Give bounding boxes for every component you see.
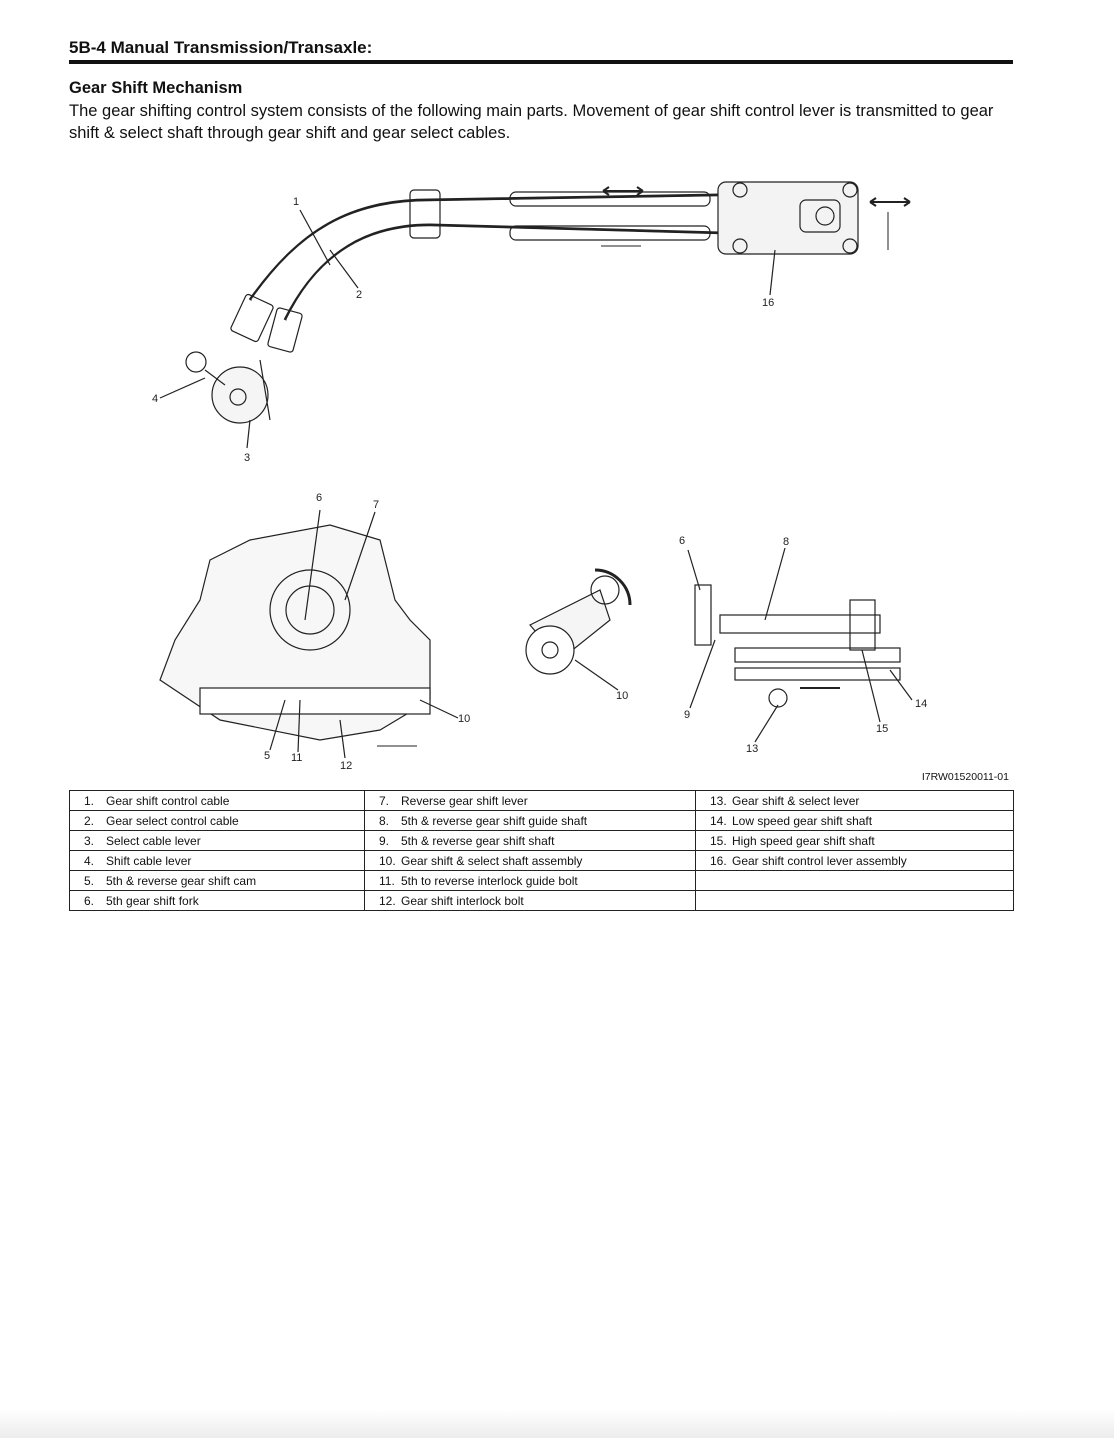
legend-row: 4. Shift cable lever 10. Gear shift & selec… (69, 850, 1014, 871)
legend-cell: 7. Reverse gear shift lever (364, 790, 696, 811)
legend-cell: 13. Gear shift & select lever (695, 790, 1014, 811)
callout-2: 2 (356, 289, 363, 301)
callout-12: 12 (340, 760, 353, 772)
legend-cell: 10. Gear shift & select shaft assembly (364, 850, 696, 871)
legend-number: 7. (379, 793, 390, 808)
legend-number: 11. (379, 873, 395, 888)
page-bottom-shadow (0, 1410, 1114, 1438)
callout-5: 5 (264, 750, 271, 762)
legend-text: Select cable lever (106, 833, 201, 848)
page-header: 5B-4 Manual Transmission/Transaxle: (69, 38, 373, 57)
gear-shift-illustration (159, 181, 913, 759)
legend-text: 5th gear shift fork (106, 893, 199, 908)
legend-cell: 2. Gear select control cable (69, 810, 365, 831)
legend-number: 1. (84, 793, 95, 808)
legend-number: 15. (710, 833, 727, 848)
legend-text: Reverse gear shift lever (401, 793, 528, 808)
callout-3: 3 (244, 452, 251, 464)
legend-cell: 12. Gear shift interlock bolt (364, 890, 696, 911)
callout-4: 4 (152, 393, 159, 405)
legend-row: 5. 5th & reverse gear shift cam 11. 5th to … (69, 870, 1014, 891)
callout-11: 11 (291, 752, 303, 764)
legend-cell (695, 870, 1014, 891)
legend-number: 9. (379, 833, 390, 848)
legend-cell: 9. 5th & reverse gear shift shaft (364, 830, 696, 851)
legend-text: Gear select control cable (106, 813, 239, 828)
legend-cell: 3. Select cable lever (69, 830, 365, 851)
legend-row: 6. 5th gear shift fork 12. Gear shift inter… (69, 890, 1014, 911)
legend-text: 5th to reverse interlock guide bolt (401, 873, 578, 888)
legend-text: 5th & reverse gear shift shaft (401, 833, 555, 848)
legend-text: 5th & reverse gear shift guide shaft (401, 813, 588, 828)
legend-row: 3. Select cable lever 9. 5th & reverse gear… (69, 830, 1014, 851)
callout-6: 6 (316, 492, 323, 504)
callout-1: 1 (293, 196, 300, 208)
legend-cell: 15. High speed gear shift shaft (695, 830, 1014, 851)
callout-8: 8 (783, 536, 790, 548)
callout-9: 9 (684, 709, 691, 721)
legend-number: 3. (84, 833, 95, 848)
legend-cell: 14. Low speed gear shift shaft (695, 810, 1014, 831)
legend-cell: 11. 5th to reverse interlock guide bolt (364, 870, 696, 891)
legend-cell: 8. 5th & reverse gear shift guide shaft (364, 810, 696, 831)
legend-number: 5. (84, 873, 95, 888)
legend-number: 14. (710, 813, 727, 828)
callout-7: 7 (373, 499, 380, 511)
legend-number: 8. (379, 813, 390, 828)
legend-row: 2. Gear select control cable 8. 5th & rever… (69, 810, 1014, 831)
legend-text: Gear shift control cable (106, 793, 230, 808)
legend-number: 4. (84, 853, 95, 868)
callout-13: 13 (746, 743, 759, 755)
callout-10: 10 (616, 690, 629, 702)
legend-text: Gear shift interlock bolt (401, 893, 524, 908)
legend-number: 12. (379, 893, 396, 908)
parts-legend-table: 1. Gear shift control cable 7. Reverse gear… (69, 790, 1014, 911)
legend-cell: 16. Gear shift control lever assembly (695, 850, 1014, 871)
legend-number: 6. (84, 893, 95, 908)
callout-15: 15 (876, 723, 889, 735)
callout-10: 10 (458, 713, 471, 725)
legend-number: 10. (379, 853, 396, 868)
legend-text: 5th & reverse gear shift cam (106, 873, 257, 888)
legend-number: 2. (84, 813, 95, 828)
callout-14: 14 (915, 698, 928, 710)
header-rule (69, 60, 1013, 64)
legend-cell (695, 890, 1014, 911)
legend-number: 13. (710, 793, 727, 808)
legend-text: Gear shift control lever assembly (732, 853, 907, 868)
legend-row: 1. Gear shift control cable 7. Reverse gear… (69, 790, 1014, 811)
legend-number: 16. (710, 853, 727, 868)
legend-cell: 1. Gear shift control cable (69, 790, 365, 811)
legend-text: Shift cable lever (106, 853, 192, 868)
legend-text: Gear shift & select shaft assembly (401, 853, 583, 868)
intro-paragraph: The gear shifting control system consist… (69, 102, 994, 142)
legend-cell: 4. Shift cable lever (69, 850, 365, 871)
callout-6: 6 (679, 535, 686, 547)
legend-text: High speed gear shift shaft (732, 833, 875, 848)
legend-cell: 5. 5th & reverse gear shift cam (69, 870, 365, 891)
figure-reference: I7RW01520011-01 (921, 771, 1009, 783)
legend-cell: 6. 5th gear shift fork (69, 890, 365, 911)
legend-text: Low speed gear shift shaft (732, 813, 873, 828)
section-title: Gear Shift Mechanism (69, 79, 243, 97)
legend-text: Gear shift & select lever (732, 793, 860, 808)
callout-16: 16 (762, 297, 775, 309)
